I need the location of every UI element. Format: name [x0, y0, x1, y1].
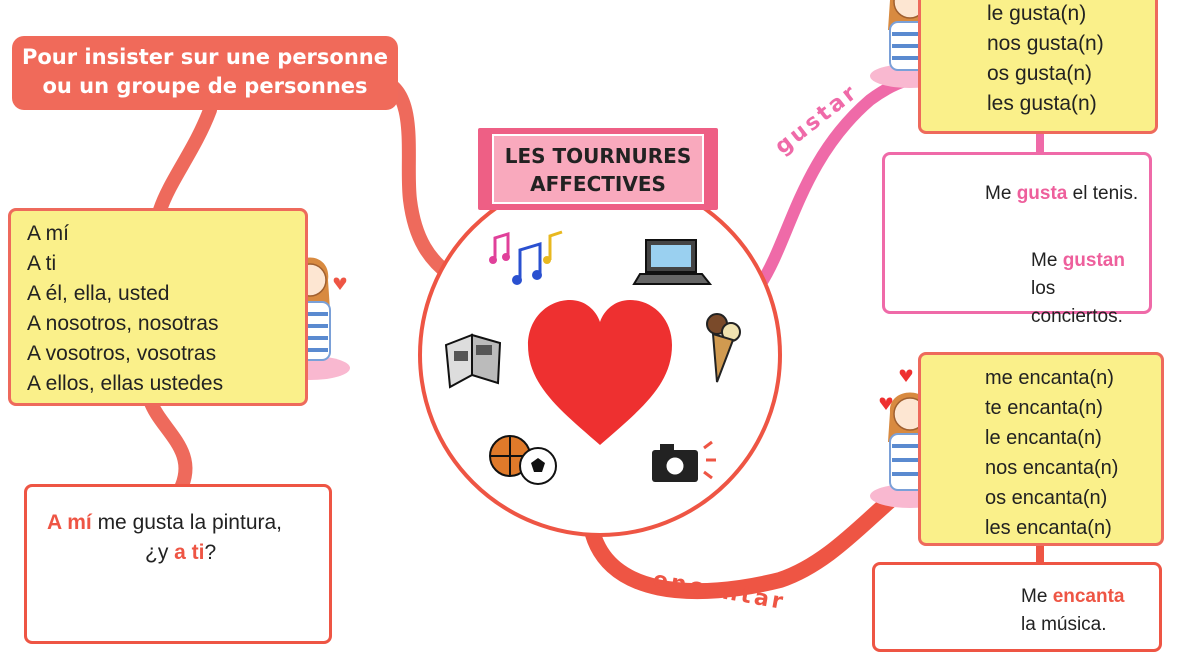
encantar-form: me encanta(n) [985, 367, 1114, 389]
encantar-form: te encanta(n) [985, 397, 1103, 419]
pronoun-item: A vosotros, vosotras [27, 342, 217, 365]
gustar-form: le gusta(n) [987, 2, 1087, 25]
gustar-example-2: Me gustan los conciertos. [1031, 250, 1125, 327]
connector-lines: gustar encantar [100, 0, 1044, 630]
encantar-label: encantar [651, 567, 788, 615]
gustar-form: nos gusta(n) [987, 32, 1104, 55]
example-line-1: A mí me gusta la pintura, [47, 511, 283, 534]
gustar-example-box: Me gusta el tenis. Me gustan los concier… [882, 152, 1152, 327]
pronouns-box: A mí A ti A él, ella, usted A nosotros, … [8, 208, 308, 406]
magazine-icon [444, 333, 502, 389]
encantar-form: os encanta(n) [985, 487, 1108, 509]
laptop-icon [632, 239, 713, 285]
header-line-1: Pour insister sur une personne [21, 45, 388, 69]
title-line-1: LES TOURNURES [504, 144, 692, 168]
gustar-form: os gusta(n) [987, 62, 1093, 85]
insist-header-box: Pour insister sur une personne ou un gro… [12, 36, 398, 110]
gustar-example-1: Me gusta el tenis. [985, 183, 1139, 204]
gustar-forms-box: le gusta(n) nos gusta(n) os gusta(n) les… [918, 0, 1158, 134]
encantar-form: les encanta(n) [985, 517, 1112, 539]
title-line-2: AFFECTIVES [530, 172, 666, 196]
pronoun-item: A él, ella, usted [27, 282, 170, 305]
ice-cream-icon [706, 313, 741, 383]
encantar-forms-box: me encanta(n) te encanta(n) le encanta(n… [918, 352, 1164, 546]
title-banner: LES TOURNURES AFFECTIVES [478, 128, 718, 210]
encantar-example-box: Me encanta la música. [872, 562, 1162, 652]
header-line-2: ou un groupe de personnes [42, 74, 368, 98]
example-line-2: ¿y a ti? [145, 541, 217, 564]
heart-icon [528, 300, 672, 445]
gustar-form: les gusta(n) [987, 92, 1097, 115]
pronoun-item: A ti [27, 252, 57, 275]
left-example-box: A mí me gusta la pintura, ¿y a ti? [24, 484, 332, 644]
sports-balls-icon [489, 435, 557, 485]
encantar-form: nos encanta(n) [985, 457, 1119, 479]
pronoun-item: A nosotros, nosotras [27, 312, 219, 335]
camera-icon [652, 440, 716, 482]
encantar-example: Me encanta la música. [1021, 586, 1125, 635]
pronoun-item: A mí [27, 222, 70, 245]
encantar-form: le encanta(n) [985, 427, 1102, 449]
pronoun-item: A ellos, ellas ustedes [27, 372, 224, 395]
music-notes-icon [489, 230, 563, 285]
